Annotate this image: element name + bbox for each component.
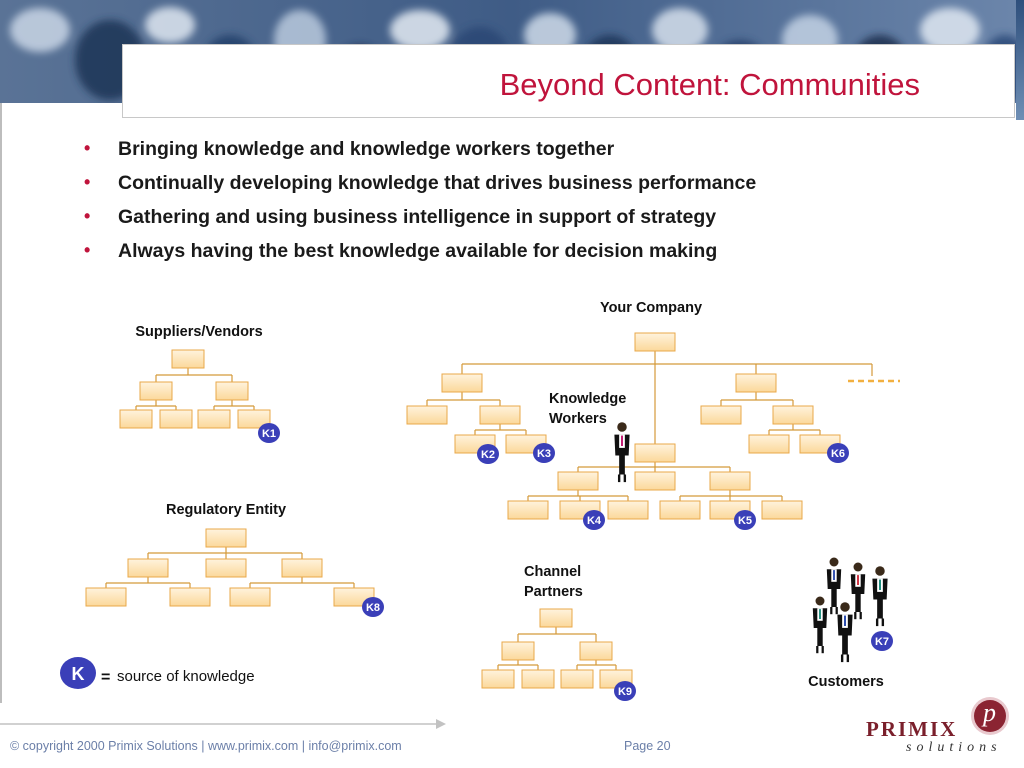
primix-logo: PRIMIX p solutions — [866, 698, 1016, 760]
logo-tagline: solutions — [906, 740, 1002, 755]
org-box — [659, 500, 701, 520]
org-box — [406, 405, 448, 425]
label-knowledge-workers-1: Knowledge — [549, 391, 626, 407]
footer-page-number: Page 20 — [624, 739, 671, 753]
left-rule — [0, 103, 2, 703]
org-box — [735, 373, 777, 393]
org-box — [539, 608, 573, 628]
org-box — [127, 558, 169, 578]
org-box — [139, 381, 173, 401]
bullet-item: Always having the best knowledge availab… — [80, 240, 756, 274]
org-box — [772, 405, 814, 425]
org-box — [171, 349, 205, 369]
org-box — [119, 409, 153, 429]
org-box — [281, 558, 323, 578]
org-box — [607, 500, 649, 520]
knowledge-badge-label: K3 — [537, 448, 551, 460]
org-box — [215, 381, 249, 401]
org-box — [237, 409, 271, 429]
org-box — [700, 405, 742, 425]
person-figure — [812, 596, 828, 654]
org-box — [481, 669, 515, 689]
label-customers: Customers — [808, 674, 884, 690]
org-box — [579, 641, 613, 661]
org-box — [521, 669, 555, 689]
title-card-renders: Beyond Content: Communities — [122, 44, 1015, 118]
logo-mark — [974, 700, 1006, 732]
legend-text: source of knowledge — [117, 668, 255, 685]
label-suppliers: Suppliers/Vendors — [135, 324, 262, 340]
footer-rule-arrow — [436, 719, 446, 729]
knowledge-badge-label: K7 — [875, 636, 889, 648]
bullet-item: Gathering and using business intelligenc… — [80, 206, 756, 240]
org-box — [634, 332, 676, 352]
label-regulatory: Regulatory Entity — [166, 502, 286, 518]
org-box — [479, 405, 521, 425]
knowledge-badge-label: K6 — [831, 448, 845, 460]
legend-equals: = — [101, 669, 110, 686]
org-box — [557, 471, 599, 491]
bullet-list: Bringing knowledge and knowledge workers… — [80, 138, 756, 274]
knowledge-badge — [362, 597, 384, 617]
label-your-company: Your Company — [600, 300, 702, 316]
org-box — [709, 471, 751, 491]
org-box — [501, 641, 535, 661]
logo-name: PRIMIX — [866, 717, 958, 741]
legend: K = source of knowledge — [60, 657, 255, 689]
org-box — [748, 434, 790, 454]
knowledge-badge-label: K1 — [262, 428, 276, 440]
org-boxes — [85, 332, 841, 689]
person-figure — [872, 566, 888, 627]
org-box — [169, 587, 211, 607]
knowledge-badge-label: K2 — [481, 449, 495, 461]
logo-mark-letter: p — [983, 698, 996, 727]
legend-k-badge — [60, 657, 96, 689]
person-figure — [850, 562, 866, 620]
label-channel-2: Partners — [524, 584, 583, 600]
knowledge-badge — [734, 510, 756, 530]
org-box — [229, 587, 271, 607]
org-box — [205, 558, 247, 578]
label-knowledge-workers-2: Workers — [549, 411, 607, 427]
person-figure — [837, 602, 853, 663]
knowledge-badge — [533, 443, 555, 463]
slide-title-text: Beyond Content: Communities — [499, 67, 920, 102]
label-channel-1: Channel — [524, 564, 581, 580]
knowledge-badge — [583, 510, 605, 530]
knowledge-badge — [477, 444, 499, 464]
knowledge-badge-label: K8 — [366, 602, 380, 614]
knowledge-badge-label: K4 — [587, 515, 602, 527]
org-box — [634, 471, 676, 491]
person-figure — [826, 557, 842, 615]
knowledge-badge — [258, 423, 280, 443]
knowledge-badge — [827, 443, 849, 463]
knowledge-badge — [871, 631, 893, 651]
org-box — [159, 409, 193, 429]
org-connectors — [105, 351, 873, 670]
banner-side-band — [1016, 0, 1024, 120]
bullet-item: Bringing knowledge and knowledge workers… — [80, 138, 756, 172]
legend-k-symbol: K — [72, 664, 85, 684]
bullet-item: Continually developing knowledge that dr… — [80, 172, 756, 206]
knowledge-badge-label: K5 — [738, 515, 752, 527]
org-box — [634, 443, 676, 463]
org-box — [441, 373, 483, 393]
footer-copyright: © copyright 2000 Primix Solutions | www.… — [10, 739, 402, 753]
org-box — [85, 587, 127, 607]
org-box — [761, 500, 803, 520]
org-box — [197, 409, 231, 429]
org-box — [205, 528, 247, 548]
people-figures — [614, 422, 888, 663]
person-figure — [614, 422, 630, 483]
org-box — [560, 669, 594, 689]
knowledge-badge — [614, 681, 636, 701]
knowledge-badge-label: K9 — [618, 686, 632, 698]
org-box — [507, 500, 549, 520]
